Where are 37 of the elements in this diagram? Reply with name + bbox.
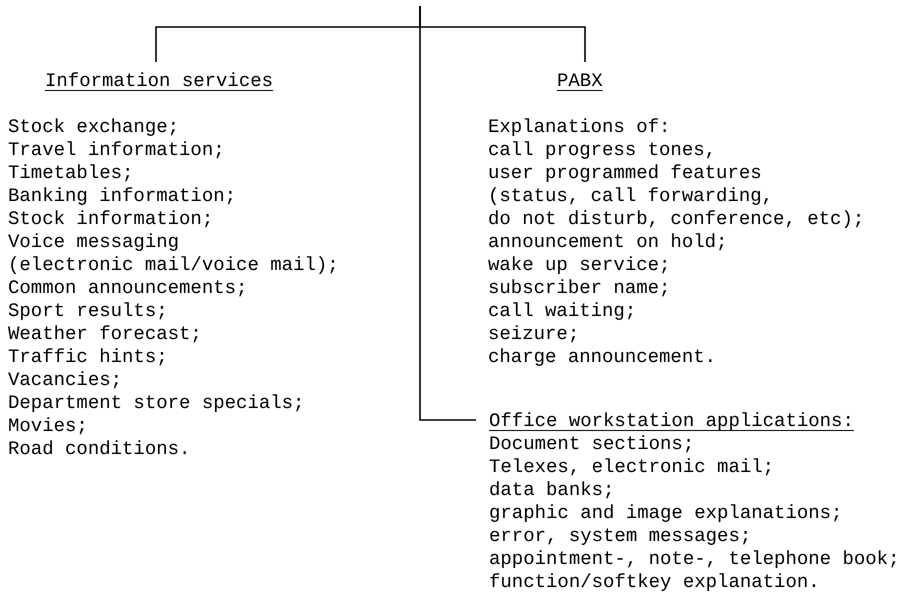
list-item: Telexes, electronic mail; [489,456,774,479]
list-item: Stock exchange; [8,116,180,139]
heading: Office workstation applications: [489,410,854,433]
list-item: Banking information; [8,185,236,208]
heading: PABX [557,70,603,93]
list-item: Department store specials; [8,392,304,415]
list-item: subscriber name; [488,277,670,300]
list-item: Common announcements; [8,277,248,300]
connector-line [419,6,476,421]
list-item: (status, call forwarding, [488,185,774,208]
list-item: user programmed features [488,162,762,185]
list-item: call progress tones, [488,139,716,162]
list-item: data banks; [489,479,614,502]
list-item: Explanations of: [488,116,670,139]
list-item: Sport results; [8,300,168,323]
list-item: charge announcement. [488,346,716,369]
list-item: seizure; [488,323,580,346]
list-item: Traffic hints; [8,346,168,369]
heading: Information services [45,70,274,93]
list-item: (electronic mail/voice mail); [8,254,339,277]
list-item: function/softkey explanation. [489,571,820,594]
list-item: Document sections; [489,433,694,456]
list-item: Stock information; [8,208,214,231]
list-item: Movies; [8,415,88,438]
list-item: Weather forecast; [8,323,202,346]
list-item: appointment-, note-, telephone book; [489,548,900,571]
list-item: wake up service; [488,254,670,277]
list-item: Travel information; [8,139,225,162]
list-item: graphic and image explanations; [489,502,842,525]
list-item: do not disturb, conference, etc); [488,208,864,231]
list-item: error, system messages; [489,525,752,548]
list-item: Road conditions. [8,438,190,461]
list-item: call waiting; [488,300,636,323]
list-item: Vacancies; [8,369,122,392]
list-item: Voice messaging [8,231,180,254]
list-item: announcement on hold; [488,231,728,254]
list-item: Timetables; [8,162,134,185]
